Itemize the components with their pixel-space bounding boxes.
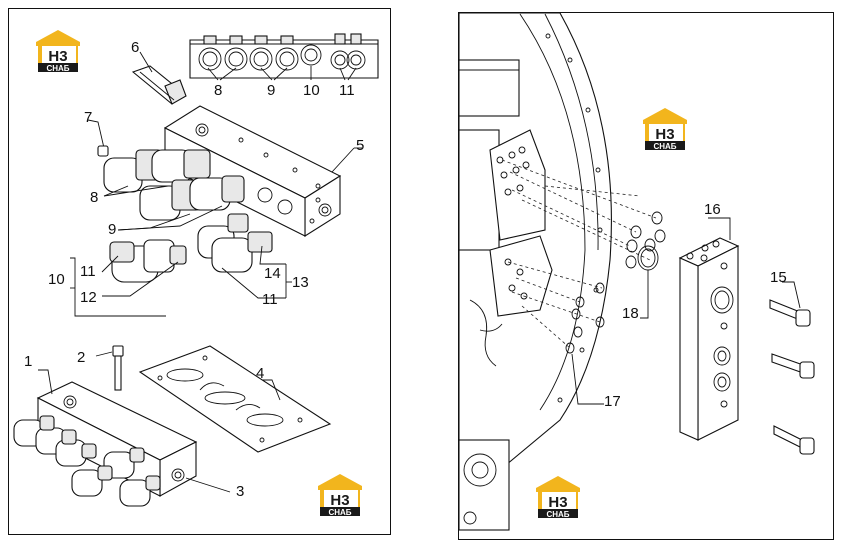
part-7-screw [87,119,109,157]
callout-8-block: 8 [90,189,98,206]
leader-17 [571,353,604,405]
logo-mark: H3 [48,48,67,65]
logo-brand: СНАБ [328,508,351,517]
callout-16: 16 [704,201,721,218]
strip-leaders [207,66,357,81]
callout-4: 4 [256,365,264,382]
logo-mark: H3 [548,494,567,511]
callout-11-left: 11 [80,263,96,280]
part-4-gasket [138,345,332,453]
right-callouts: 15 16 17 18 [604,201,787,410]
logo-top-left: H3 СНАБ [36,30,80,73]
callout-17: 17 [604,393,621,410]
callout-8-strip: 8 [214,82,222,99]
callout-9-block: 9 [108,221,116,238]
left-callouts: 1 2 3 4 5 6 7 8 8 9 9 10 10 11 11 11 12 … [24,39,364,500]
o-rings [565,211,666,354]
alignment-lines [501,159,657,349]
callout-18: 18 [622,305,639,322]
logo-brand: СНАБ [46,64,69,73]
logo-right-bottom: H3 СНАБ [536,476,580,519]
part-6-sensor [131,51,187,105]
seal-kit-strip [189,33,379,79]
callout-15: 15 [770,269,787,286]
callout-10-group: 10 [48,271,65,288]
callout-2: 2 [77,349,85,366]
part-1-valve-body [13,369,231,507]
callout-14: 14 [264,265,281,282]
callout-1: 1 [24,353,32,370]
solenoid-group-upper [103,149,245,231]
part-2-bolt [95,345,124,391]
solenoid-left [70,239,187,317]
callout-3: 3 [236,483,244,500]
leader-18 [640,270,649,319]
logo-brand: СНАБ [546,510,569,519]
callout-11-right: 11 [262,291,278,308]
callout-6: 6 [131,39,139,56]
logo-brand: СНАБ [653,142,676,151]
part-15-bolts [769,281,815,455]
callout-5: 5 [356,137,364,154]
transmission-housing [459,13,612,531]
logo-mark: H3 [330,492,349,509]
solenoid-right [197,213,287,299]
callout-7: 7 [84,109,92,126]
callout-9-strip: 9 [267,82,275,99]
logo-right-middle: H3 СНАБ [643,108,687,151]
logo-mark: H3 [655,126,674,143]
logo-bottom-left: H3 СНАБ [318,474,362,517]
part-16-block [678,217,740,441]
callout-10-strip: 10 [303,82,320,99]
callout-12: 12 [80,289,97,306]
callout-11-strip: 11 [339,82,355,99]
callout-13: 13 [292,274,309,291]
